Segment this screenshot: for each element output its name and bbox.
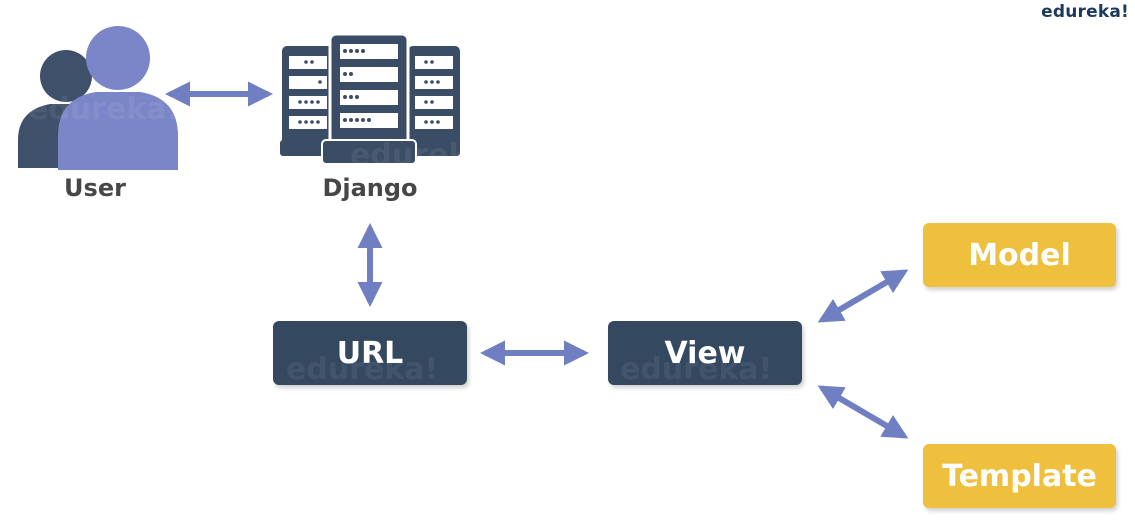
template-node: Template bbox=[923, 444, 1116, 508]
user-label: User bbox=[64, 174, 126, 202]
view-node: View bbox=[608, 321, 802, 385]
url-node: URL bbox=[273, 321, 467, 385]
view-node-label: View bbox=[664, 335, 746, 371]
model-node: Model bbox=[923, 223, 1116, 287]
url-node-label: URL bbox=[336, 335, 404, 371]
arrow-view-template bbox=[817, 385, 909, 439]
brand-logo: edureka! bbox=[1041, 2, 1129, 22]
users-icon bbox=[18, 26, 178, 170]
arrow-view-model bbox=[817, 269, 909, 323]
django-label: Django bbox=[322, 174, 418, 202]
template-node-label: Template bbox=[942, 458, 1097, 494]
model-node-label: Model bbox=[968, 237, 1071, 273]
server-icon bbox=[280, 32, 460, 165]
